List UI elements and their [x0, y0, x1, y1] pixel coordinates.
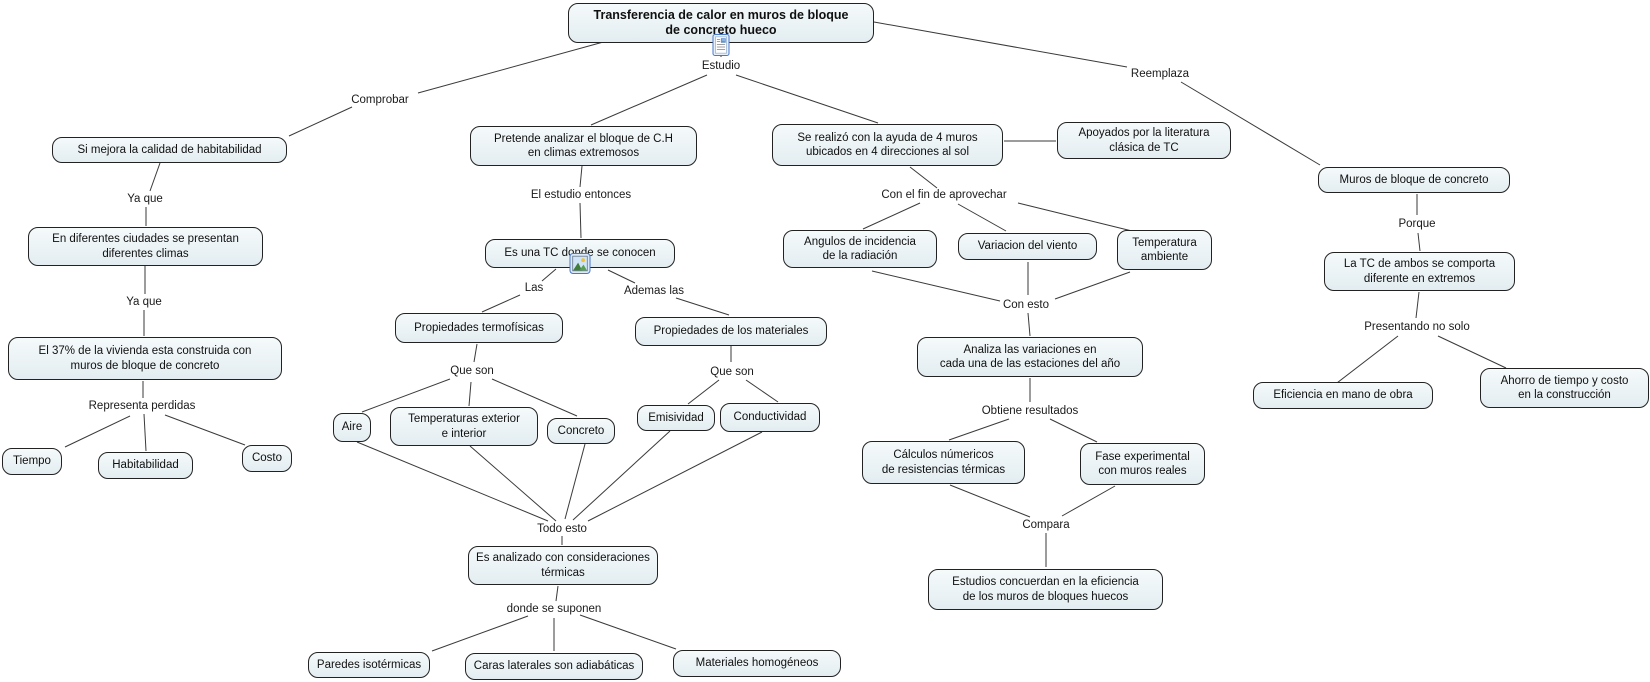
connector-line — [579, 165, 583, 188]
concept-node-fase-experimental[interactable]: Fase experimental con muros reales — [1080, 443, 1205, 485]
concept-node-diferentes-climas[interactable]: En diferentes ciudades se presentan dife… — [28, 227, 263, 266]
concept-node-si-mejora[interactable]: Si mejora la calidad de habitabilidad — [52, 137, 287, 163]
link-label-con-esto[interactable]: Con esto — [1002, 299, 1050, 311]
connector-line — [871, 270, 1001, 302]
concept-node-costo[interactable]: Costo — [242, 445, 292, 472]
link-label-que-son-2[interactable]: Que son — [710, 366, 754, 378]
link-label-que-son-1[interactable]: Que son — [450, 365, 494, 377]
connector-line — [572, 430, 671, 521]
concept-node-angulos[interactable]: Angulos de incidencia de la radiación — [783, 230, 937, 268]
link-label-ademas-las[interactable]: Ademas las — [623, 285, 685, 297]
connector-line — [1027, 312, 1031, 337]
connector-line — [909, 166, 938, 189]
concept-node-tiempo[interactable]: Tiempo — [2, 448, 62, 475]
link-label-con-el-fin[interactable]: Con el fin de aprovechar — [881, 189, 1007, 201]
connector-line — [1417, 232, 1421, 252]
concept-node-emisividad[interactable]: Emisividad — [637, 405, 715, 431]
connector-line — [607, 269, 636, 284]
concept-node-mat-homogeneos[interactable]: Materiales homogéneos — [673, 650, 841, 677]
connector-line — [356, 441, 549, 522]
connector-line — [1437, 335, 1507, 369]
link-label-obtiene-resultados[interactable]: Obtiene resultados — [981, 405, 1079, 417]
concept-node-prop-termofisicas[interactable]: Propiedades termofísicas — [395, 313, 563, 343]
connector-line — [469, 445, 557, 522]
concept-node-ahorro[interactable]: Ahorro de tiempo y costo en la construcc… — [1480, 368, 1649, 408]
link-label-el-estudio-entonces[interactable]: El estudio entonces — [530, 189, 632, 201]
connector-line — [745, 379, 779, 403]
connector-line — [473, 343, 478, 363]
concept-node-analizado[interactable]: Es analizado con consideraciones térmica… — [468, 546, 658, 585]
concept-node-concreto[interactable]: Concreto — [547, 418, 615, 444]
connector-line — [587, 431, 763, 522]
connector-line — [417, 40, 608, 94]
connector-line — [1415, 291, 1420, 319]
connector-line — [1332, 335, 1399, 387]
connector-line — [590, 74, 708, 126]
resource-image-icon[interactable] — [569, 253, 591, 274]
connector-line — [948, 418, 1010, 441]
connector-line — [564, 443, 586, 520]
concept-node-cuatro-muros[interactable]: Se realizó con la ayuda de 4 muros ubica… — [772, 124, 1003, 166]
link-label-las[interactable]: Las — [524, 282, 544, 294]
link-label-estudio[interactable]: Estudio — [701, 60, 741, 72]
connector-line — [1017, 202, 1133, 232]
connector-line — [555, 585, 559, 602]
connector-line — [361, 378, 451, 413]
connector-line — [491, 378, 578, 417]
concept-node-conductividad[interactable]: Conductividad — [720, 403, 820, 432]
connector-line — [1049, 418, 1098, 443]
concept-node-variacion-viento[interactable]: Variacion del viento — [958, 233, 1097, 260]
connector-line — [541, 268, 557, 282]
connector-line — [957, 203, 1007, 232]
concept-node-temperaturas[interactable]: Temperaturas exterior e interior — [390, 407, 538, 446]
link-label-compara[interactable]: Compara — [1022, 519, 1070, 531]
link-label-ya-que-1[interactable]: Ya que — [127, 193, 163, 205]
concept-node-habitabilidad[interactable]: Habitabilidad — [98, 452, 193, 479]
concept-node-caras[interactable]: Caras laterales son adiabáticas — [465, 653, 643, 680]
connector-line — [431, 615, 529, 652]
link-label-donde-se-suponen[interactable]: donde se suponen — [506, 603, 602, 615]
link-label-porque[interactable]: Porque — [1398, 218, 1436, 230]
concept-node-estudios-concuerdan[interactable]: Estudios concuerdan en la eficiencia de … — [928, 569, 1163, 610]
connector-line — [143, 413, 147, 452]
concept-node-apoyados[interactable]: Apoyados por la literatura clásica de TC — [1057, 122, 1231, 159]
connector-line — [64, 415, 131, 448]
connector-line — [288, 106, 353, 137]
concept-node-temp-ambiente[interactable]: Temperatura ambiente — [1117, 230, 1212, 270]
concept-node-vivienda-37[interactable]: El 37% de la vivienda esta construida co… — [8, 337, 282, 380]
connector-line — [862, 202, 921, 230]
connector-line — [873, 21, 1128, 68]
connector-line — [468, 381, 472, 407]
connector-line — [1061, 485, 1116, 517]
connector-line — [164, 414, 246, 446]
connector-line — [149, 162, 161, 192]
connector-line — [735, 74, 879, 124]
resource-document-icon[interactable] — [712, 34, 730, 56]
connector-line — [1180, 81, 1321, 166]
concept-node-calculos[interactable]: Cálculos númericos de resistencias térmi… — [862, 441, 1025, 484]
concept-node-aire[interactable]: Aire — [333, 413, 371, 442]
concept-node-pretende[interactable]: Pretende analizar el bloque de C.H en cl… — [470, 126, 697, 166]
concept-node-prop-materiales[interactable]: Propiedades de los materiales — [635, 317, 827, 346]
connector-line — [579, 614, 677, 650]
link-label-representa-perdidas[interactable]: Representa perdidas — [88, 400, 196, 412]
link-label-presentando-no-solo[interactable]: Presentando no solo — [1364, 321, 1470, 333]
concept-node-paredes[interactable]: Paredes isotérmicas — [308, 652, 430, 678]
connector-line — [481, 294, 521, 313]
concept-node-muros-concreto[interactable]: Muros de bloque de concreto — [1318, 167, 1510, 193]
connector-line — [687, 379, 720, 405]
concept-node-eficiencia-obra[interactable]: Eficiencia en mano de obra — [1253, 382, 1433, 409]
connector-line — [675, 297, 730, 316]
link-label-reemplaza[interactable]: Reemplaza — [1130, 68, 1190, 80]
connector-line — [579, 202, 582, 239]
link-label-comprobar[interactable]: Comprobar — [351, 94, 409, 106]
connector-line — [1054, 271, 1131, 300]
link-label-todo-esto[interactable]: Todo esto — [537, 523, 587, 535]
connector-line — [949, 484, 1031, 518]
concept-node-analiza-estaciones[interactable]: Analiza las variaciones en cada una de l… — [917, 337, 1143, 377]
concept-node-tc-ambos[interactable]: La TC de ambos se comporta diferente en … — [1324, 252, 1515, 291]
link-label-ya-que-2[interactable]: Ya que — [126, 296, 162, 308]
